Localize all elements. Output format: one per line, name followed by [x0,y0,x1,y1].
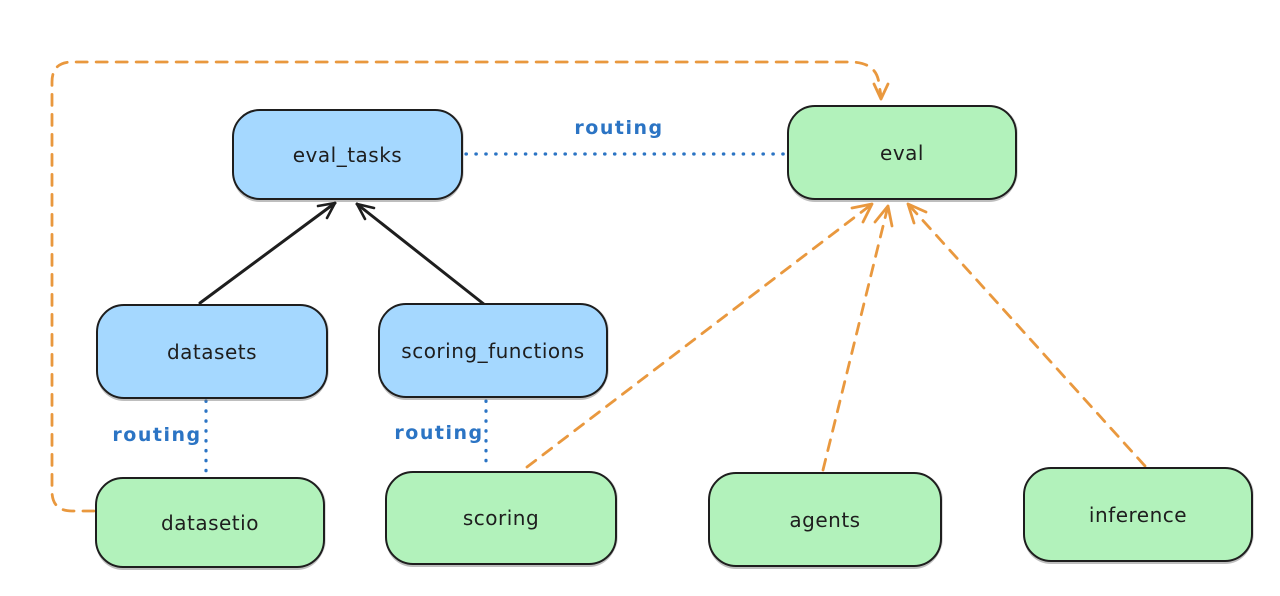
edge-agents-to-eval [821,204,894,472]
edge-label-routing-datasets: routing [112,424,202,446]
edge-inference-to-eval [906,202,1147,468]
edge-scoring_functions-to-eval_tasks [355,202,487,307]
node-eval-label: eval [880,140,924,165]
node-scoring_functions-label: scoring_functions [401,338,585,363]
node-datasets-label: datasets [166,339,258,364]
node-scoring-label: scoring [462,506,540,530]
node-datasetio-label: datasetio [161,510,259,535]
node-datasetio: datasetio [95,477,325,568]
node-inference-label: inference [1088,502,1188,527]
node-scoring: scoring [385,471,617,565]
node-scoring_functions: scoring_functions [378,303,608,398]
edge-label-routing-scoring: routing [394,422,484,444]
edge-datasets-to-eval_tasks [198,201,337,305]
node-inference: inference [1023,467,1253,562]
node-eval_tasks-label: eval_tasks [292,142,403,167]
node-eval_tasks: eval_tasks [232,109,463,200]
node-agents-label: agents [789,507,861,532]
node-agents: agents [708,472,942,567]
edge-label-routing-top: routing [574,117,664,139]
edge-datasetio-to-eval [50,60,890,513]
node-eval: eval [787,105,1017,200]
node-datasets: datasets [96,304,328,399]
edge-scoring-to-eval [525,202,874,469]
